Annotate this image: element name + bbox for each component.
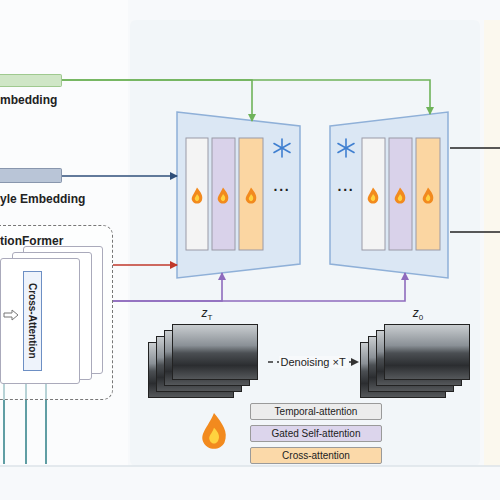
trapezoid-shape bbox=[330, 112, 448, 278]
output-line bbox=[450, 231, 500, 233]
latent-symbol: z bbox=[202, 306, 208, 320]
motionformer-group: tionFormerCross-Attention bbox=[0, 225, 113, 400]
unet-decoder: ··· bbox=[328, 110, 450, 280]
right-panel bbox=[484, 20, 500, 466]
edge-label: Denoising ×T bbox=[279, 356, 348, 368]
embedding-bar bbox=[0, 168, 62, 183]
frozen-snowflake bbox=[338, 139, 354, 157]
gated-self-column bbox=[389, 138, 412, 250]
flame-inner bbox=[371, 194, 375, 201]
arrow-shape bbox=[4, 310, 18, 320]
trainable-flame bbox=[218, 187, 229, 203]
legend-flame bbox=[202, 413, 225, 449]
connector bbox=[62, 175, 177, 177]
latent-label: zT bbox=[148, 306, 266, 322]
embedding-label: mbedding bbox=[0, 93, 57, 107]
legend-swatch: Cross-attention bbox=[250, 447, 382, 464]
trainable-flame bbox=[192, 187, 203, 203]
video-frame bbox=[172, 324, 258, 380]
flame-outer bbox=[395, 187, 406, 203]
trainable-flame bbox=[395, 187, 406, 203]
connector bbox=[113, 273, 222, 301]
connector bbox=[113, 273, 405, 301]
trapezoid-shape bbox=[177, 112, 300, 278]
trainable-flame bbox=[368, 187, 379, 203]
flame-inner bbox=[426, 194, 430, 201]
trainable-flame bbox=[423, 187, 434, 203]
ellipsis: ··· bbox=[267, 182, 297, 198]
text-embedding: mbedding bbox=[0, 72, 70, 112]
connector bbox=[62, 80, 430, 114]
flame-outer bbox=[218, 187, 229, 203]
legend-text: Cross-attention bbox=[282, 450, 350, 461]
embedding-bar bbox=[0, 74, 62, 87]
temporal-column bbox=[362, 138, 385, 250]
connector bbox=[113, 264, 177, 266]
flame-inner bbox=[398, 194, 402, 201]
flame-outer bbox=[202, 413, 225, 449]
noisy-latent: zT bbox=[148, 306, 266, 402]
frozen-snowflake bbox=[274, 139, 290, 157]
flame-inner bbox=[221, 194, 225, 201]
flame-outer bbox=[192, 187, 203, 203]
legend-swatch: Temporal-attention bbox=[250, 403, 382, 420]
flame-outer bbox=[423, 187, 434, 203]
flame-outer bbox=[368, 187, 379, 203]
legend-swatch: Gated Self-attention bbox=[250, 425, 382, 442]
output-line bbox=[450, 147, 500, 149]
video-frame bbox=[384, 324, 470, 380]
flame-inner bbox=[209, 428, 219, 444]
temporal-column bbox=[186, 138, 208, 250]
gated-self-column bbox=[212, 138, 235, 250]
unet-encoder: ··· bbox=[175, 110, 302, 280]
connector bbox=[62, 80, 252, 121]
latent-symbol: z bbox=[413, 306, 419, 320]
style-embedding: yle Embedding bbox=[0, 166, 100, 210]
flame-inner bbox=[249, 194, 253, 201]
clean-latent: z0 bbox=[360, 306, 476, 402]
ellipsis: ··· bbox=[331, 182, 361, 198]
attention-block: Cross-Attention bbox=[23, 271, 42, 371]
block-label: Cross-Attention bbox=[27, 283, 38, 359]
flame-outer bbox=[246, 187, 257, 203]
cross-column bbox=[239, 138, 263, 250]
embedding-label: yle Embedding bbox=[0, 192, 85, 206]
trainable-flame bbox=[246, 187, 257, 203]
latent-subscript: T bbox=[208, 313, 213, 322]
legend-text: Temporal-attention bbox=[275, 406, 358, 417]
latent-label: z0 bbox=[360, 306, 476, 322]
cross-attention-card: Cross-Attention bbox=[0, 258, 80, 384]
small-arrow bbox=[3, 309, 19, 321]
flame-inner bbox=[195, 194, 199, 201]
cross-column bbox=[416, 138, 440, 250]
bottom-rule bbox=[0, 465, 500, 467]
legend-text: Gated Self-attention bbox=[272, 428, 361, 439]
latent-subscript: 0 bbox=[419, 313, 423, 322]
middle-panel bbox=[130, 20, 480, 466]
